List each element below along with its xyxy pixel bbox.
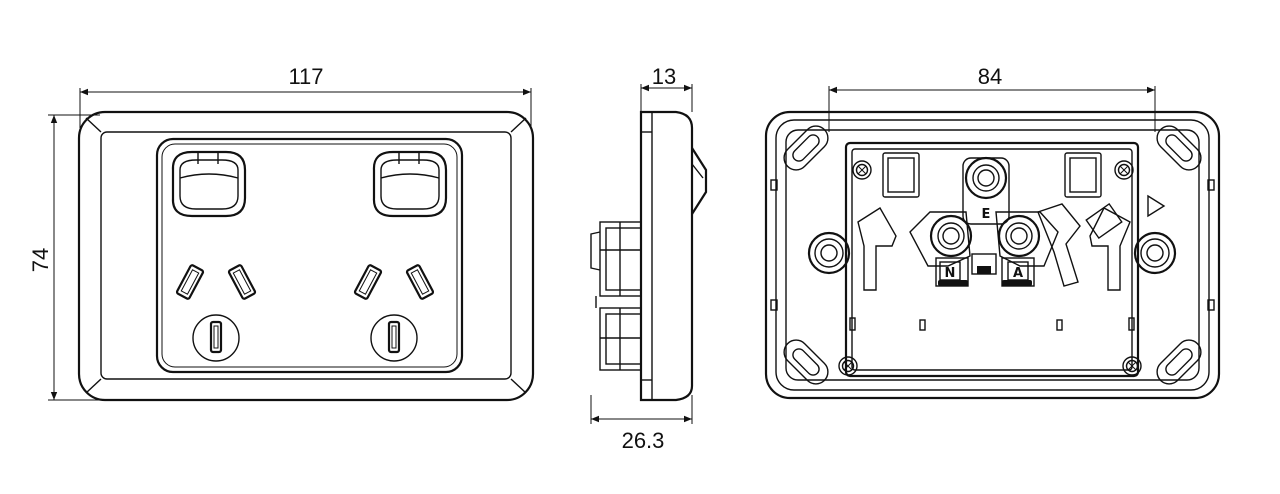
neutral-terminal: N [909,211,973,287]
side-depth-top-label: 13 [652,64,676,89]
earth-terminal-label: E [982,207,991,222]
left-spring-contact [857,207,897,291]
back-plate-outline [764,110,1221,400]
side-depth-top-dimension: 13 [640,64,693,112]
back-width-label: 84 [978,64,1002,89]
right-spring-contact [1089,207,1131,291]
left-outlet [175,264,257,362]
warning-triangle-icon [1147,194,1166,218]
front-view: 117 74 [28,64,535,402]
housing-screws [838,160,1142,376]
mounting-screw-holes [807,231,1177,275]
side-plate-profile [639,110,694,402]
back-width-dimension: 84 [828,64,1156,132]
back-housing [844,141,1140,378]
side-view: 13 26.3 [590,64,708,453]
side-depth-bottom-label: 26.3 [622,428,665,453]
front-height-label: 74 [28,248,53,272]
side-switch-rocker [691,147,708,215]
right-switch [372,150,448,218]
front-width-dimension: 117 [79,64,532,128]
neutral-terminal-label: N [945,266,956,281]
front-height-dimension: 74 [28,114,100,401]
back-view: 84 [764,64,1221,400]
active-terminal-label: A [1013,266,1023,281]
left-switch [171,150,247,218]
front-plate-inner-frame [100,131,512,380]
front-face-panel [155,137,464,374]
corner-bosses [783,125,1202,385]
right-outlet [353,264,435,362]
front-width-label: 117 [288,64,323,89]
front-plate-outline [77,110,535,402]
earth-terminal: E [962,156,1010,225]
side-mechanism-body [590,221,642,371]
side-depth-bottom-dimension: 26.3 [590,395,693,453]
